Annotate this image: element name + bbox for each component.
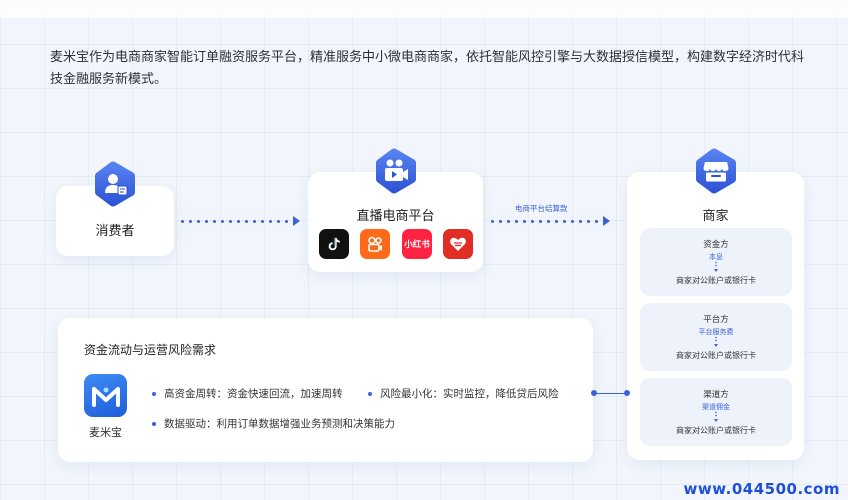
- channel-party-title: 渠道方: [703, 389, 729, 399]
- merchant-label: 商家: [702, 208, 729, 223]
- risk-item-data-driven: 数据驱动：利用订单数据增强业务预测和决策能力: [152, 416, 395, 431]
- platform-label: 直播电商平台: [356, 208, 435, 223]
- settlement-flow-label: 电商平台结算款: [515, 204, 568, 213]
- connector-dot-start: [591, 390, 597, 396]
- risk-item-text: 数据驱动：利用订单数据增强业务预测和决策能力: [164, 418, 395, 430]
- down-arrow-icon: [714, 261, 718, 272]
- platform-party-title: 平台方: [703, 314, 729, 324]
- risk-item-text: 风险最小化：实时监控，降低贷后风险: [380, 388, 559, 400]
- maimibao-logo: [84, 374, 127, 417]
- capital-provider-card[interactable]: 资金方 本息 商家对公账户或银行卡: [640, 228, 792, 296]
- bullet-icon: [368, 391, 372, 396]
- xiaohongshu-glyph: 小红书: [404, 239, 430, 249]
- watermark: www.044500.com: [683, 480, 840, 498]
- risk-item-risk-minimization: 风险最小化：实时监控，降低贷后风险: [368, 386, 559, 401]
- kuaishou-app-icon[interactable]: [360, 229, 390, 259]
- channel-party-target: 商家对公账户或银行卡: [676, 426, 756, 435]
- platform-party-flow: 平台服务费: [698, 329, 734, 336]
- risk-item-turnover: 高资金周转：资金快速回流，加速周转: [152, 386, 343, 401]
- channel-party-flow: 渠道佣金: [702, 404, 730, 411]
- down-arrow-icon: [714, 336, 718, 347]
- maimibao-brand-label: 麦米宝: [89, 427, 122, 439]
- consumer-label: 消费者: [95, 223, 135, 238]
- pinduoduo-app-icon[interactable]: [443, 229, 473, 259]
- channel-party-card[interactable]: 渠道方 渠道佣金 商家对公账户或银行卡: [640, 378, 792, 446]
- risk-item-text: 高资金周转：资金快速回流，加速周转: [164, 388, 343, 400]
- platform-party-target: 商家对公账户或银行卡: [676, 351, 756, 360]
- flow-arrow-platform-to-merchant: [491, 216, 610, 226]
- xiaohongshu-app-icon[interactable]: 小红书: [402, 229, 432, 259]
- risk-requirements-title: 资金流动与运营风险需求: [84, 343, 217, 357]
- shop-icon: [694, 147, 738, 195]
- top-bar: [0, 0, 848, 18]
- bullet-icon: [152, 391, 156, 396]
- platform-party-card[interactable]: 平台方 平台服务费 商家对公账户或银行卡: [640, 303, 792, 371]
- capital-provider-flow: 本息: [709, 254, 723, 261]
- connector-dot-end: [624, 390, 630, 396]
- video-camera-icon: [374, 147, 418, 195]
- person-id-icon: [93, 160, 137, 208]
- capital-provider-target: 商家对公账户或银行卡: [676, 276, 756, 285]
- down-arrow-icon: [714, 411, 718, 422]
- flow-arrow-consumer-to-platform: [181, 216, 300, 226]
- risk-requirements-card[interactable]: [58, 318, 593, 462]
- tiktok-app-icon[interactable]: [319, 229, 349, 259]
- capital-provider-title: 资金方: [703, 239, 729, 249]
- bullet-icon: [152, 421, 156, 426]
- intro-paragraph: 麦米宝作为电商商家智能订单融资服务平台，精准服务中小微电商商家，依托智能风控引擎…: [50, 49, 805, 86]
- risk-to-merchant-connector: [594, 393, 628, 394]
